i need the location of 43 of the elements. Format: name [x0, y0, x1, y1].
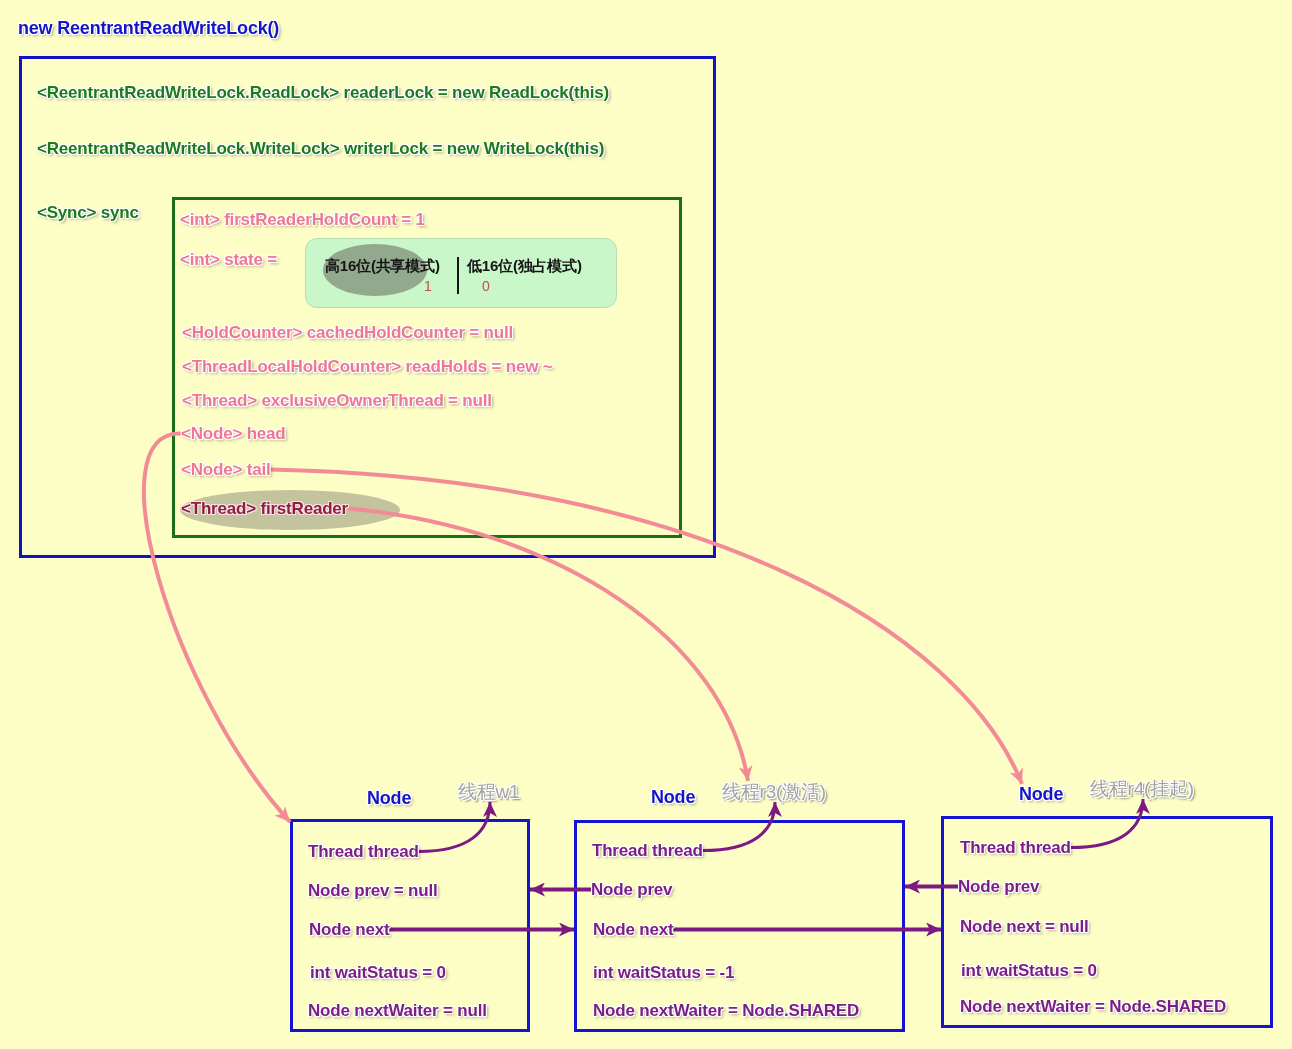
- field-text: <Thread> firstReader: [181, 498, 348, 519]
- field-text: <ThreadLocalHoldCounter> readHolds = new ~: [182, 356, 553, 377]
- arrow: [530, 882, 591, 897]
- field-text: Node next = null: [960, 916, 1089, 937]
- field-text: Node nextWaiter = Node.SHARED: [960, 996, 1227, 1017]
- arrow: [905, 879, 958, 894]
- field-text: <Sync> sync: [37, 202, 139, 223]
- field-text: Thread thread: [960, 837, 1071, 858]
- field-text: Node prev: [591, 879, 673, 900]
- thread-label: 线程r4(挂起): [1090, 778, 1194, 799]
- thread-label: 线程r3(激活): [722, 781, 826, 802]
- bit-label: 高16位(共享模式): [325, 257, 440, 275]
- field-text: Thread thread: [592, 840, 703, 861]
- field-text: <ReentrantReadWriteLock.WriteLock> writerLock = new WriteLock(this): [37, 138, 605, 159]
- field-text: <Node> head: [181, 423, 286, 444]
- field-text: <Node> tail: [181, 459, 271, 480]
- field-text: <int> state =: [180, 249, 278, 270]
- thread-label: 线程w1: [458, 781, 520, 802]
- field-text: Node nextWaiter = Node.SHARED: [593, 1000, 860, 1021]
- field-text: <HoldCounter> cachedHoldCounter = null: [182, 322, 513, 343]
- field-text: int waitStatus = 0: [310, 962, 446, 983]
- node-title: Node: [1019, 784, 1064, 805]
- node-title: Node: [651, 787, 696, 808]
- curved-arrow: [142, 431, 292, 824]
- field-text: int waitStatus = -1: [593, 962, 735, 983]
- bit-value: 1: [424, 277, 432, 295]
- field-text: <int> firstReaderHoldCount = 1: [180, 209, 425, 230]
- sync-box: [172, 197, 682, 538]
- bit-value: 0: [482, 277, 490, 295]
- field-text: Node nextWaiter = null: [308, 1000, 487, 1021]
- state-box: [305, 238, 617, 308]
- curved-arrow: [347, 506, 752, 782]
- field-text: Node next: [309, 919, 390, 940]
- field-text: Node next: [593, 919, 674, 940]
- field-text: <ReentrantReadWriteLock.ReadLock> readerLock = new ReadLock(this): [37, 82, 609, 103]
- field-text: int waitStatus = 0: [961, 960, 1097, 981]
- field-text: <Thread> exclusiveOwnerThread = null: [182, 390, 492, 411]
- bit-label: 低16位(独占模式): [467, 257, 582, 275]
- node-title: Node: [367, 788, 412, 809]
- field-text: Thread thread: [308, 841, 419, 862]
- field-text: Node prev: [958, 876, 1040, 897]
- object-title: new ReentrantReadWriteLock(): [18, 18, 280, 39]
- field-text: Node prev = null: [308, 880, 438, 901]
